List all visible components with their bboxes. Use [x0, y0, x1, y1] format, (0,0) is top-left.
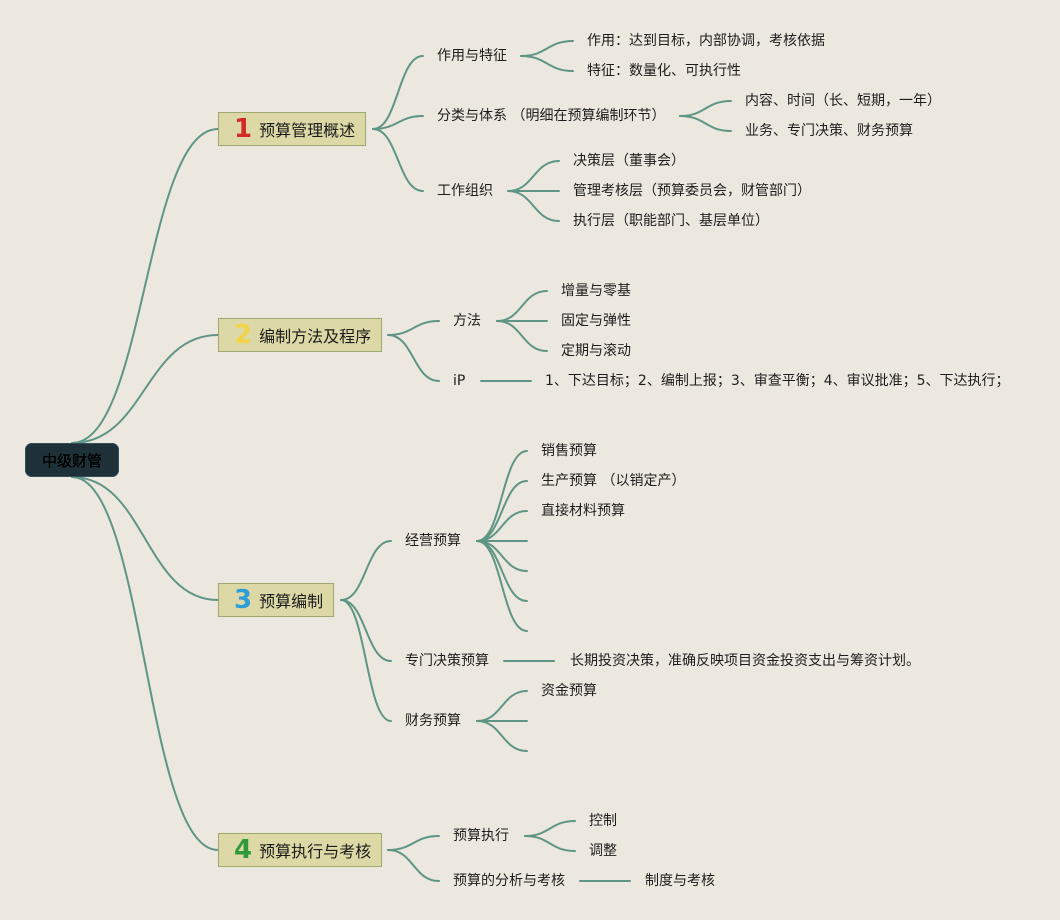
branch-node-3[interactable]: 3 预算编制 [218, 583, 335, 617]
connector-b3-t1-l1 [476, 450, 528, 542]
leaf-cash-budget[interactable]: 资金预算 [541, 683, 597, 699]
branch-number-1: 1 [234, 114, 253, 144]
branch-node-2[interactable]: 2 编制方法及程序 [218, 318, 383, 352]
connector-root-branch-1 [71, 128, 219, 444]
connector-b3-t3 [340, 599, 392, 722]
connector-b3-t1-l2 [476, 480, 528, 542]
connector-root-branch-3 [71, 476, 219, 601]
connector-b1-t1 [372, 55, 424, 130]
connector-b4-t1 [387, 835, 440, 851]
connector-root-branch-2 [71, 334, 219, 444]
connector-b3-t2 [340, 599, 392, 662]
leaf-decision-layer[interactable]: 决策层（董事会） [573, 153, 685, 169]
topic-organization[interactable]: 工作组织 [437, 183, 493, 199]
leaf-business-types[interactable]: 业务、专门决策、财务预算 [745, 123, 913, 139]
topic-budget-execution[interactable]: 预算执行 [453, 828, 509, 844]
connector-b3-t3-l3 [476, 720, 528, 752]
connector-b3-t1-l7 [476, 540, 528, 632]
leaf-system-assessment[interactable]: 制度与考核 [645, 873, 715, 889]
connector-b3-t1-l6 [476, 540, 528, 602]
leaf-sales-budget[interactable]: 销售预算 [541, 443, 597, 459]
topic-classification[interactable]: 分类与体系 （明细在预算编制环节） [437, 108, 666, 124]
topic-financial-budget[interactable]: 财务预算 [405, 713, 461, 729]
topic-methods[interactable]: 方法 [453, 313, 481, 329]
leaf-production-budget[interactable]: 生产预算 （以销定产） [541, 473, 686, 489]
connector-b2-t2 [387, 334, 440, 382]
connector-b1-t3-l3 [507, 190, 560, 222]
connector-b1-t1-l1 [520, 40, 574, 57]
leaf-adjustment[interactable]: 调整 [589, 843, 617, 859]
connector-b3-t1 [340, 540, 392, 601]
leaf-role[interactable]: 作用：达到目标，内部协调，考核依据 [587, 33, 825, 49]
connector-b2-t1 [387, 320, 440, 336]
branch-label-3: 预算编制 [259, 592, 324, 611]
connector-b1-t3 [372, 128, 424, 192]
connector-b4-t1-l1 [524, 820, 576, 837]
topic-procedure[interactable]: iP [453, 373, 466, 389]
root-label: 中级财管 [41, 451, 102, 470]
branch-number-3: 3 [234, 585, 253, 615]
topic-operating-budget[interactable]: 经营预算 [405, 533, 461, 549]
connector-b3-t3-l1 [476, 690, 528, 722]
connector-b1-t3-l1 [507, 160, 560, 192]
leaf-features[interactable]: 特征：数量化、可执行性 [587, 63, 741, 79]
connector-b1-t2-l2 [679, 115, 732, 132]
branch-node-1[interactable]: 1 预算管理概述 [218, 112, 367, 146]
leaf-incremental-zero[interactable]: 增量与零基 [561, 283, 631, 299]
connector-b2-t1-l1 [496, 290, 548, 322]
branch-label-1: 预算管理概述 [259, 121, 356, 140]
topic-role-features[interactable]: 作用与特征 [437, 48, 507, 64]
leaf-content-time[interactable]: 内容、时间（长、短期，一年） [745, 93, 941, 109]
connector-root-branch-4 [71, 476, 219, 851]
leaf-fixed-flexible[interactable]: 固定与弹性 [561, 313, 631, 329]
connector-b4-t2 [387, 849, 440, 882]
leaf-control[interactable]: 控制 [589, 813, 617, 829]
leaf-procedure-steps[interactable]: 1、下达目标；2、编制上报；3、审查平衡；4、审议批准；5、下达执行； [545, 373, 1010, 389]
connector-b1-t2-l1 [679, 100, 732, 117]
branch-label-4: 预算执行与考核 [259, 842, 372, 861]
leaf-long-term-investment[interactable]: 长期投资决策，准确反映项目资金投资支出与筹资计划。 [570, 653, 920, 669]
branch-number-2: 2 [234, 320, 253, 350]
leaf-material-budget[interactable]: 直接材料预算 [541, 503, 625, 519]
connector-b1-t2 [372, 115, 424, 130]
root-node[interactable]: 中级财管 [25, 443, 119, 477]
leaf-execution-layer[interactable]: 执行层（职能部门、基层单位） [573, 213, 769, 229]
branch-label-2: 编制方法及程序 [259, 327, 372, 346]
leaf-periodic-rolling[interactable]: 定期与滚动 [561, 343, 631, 359]
branch-number-4: 4 [234, 835, 253, 865]
leaf-management-layer[interactable]: 管理考核层（预算委员会，财管部门） [573, 183, 811, 199]
connector-b2-t1-l3 [496, 320, 548, 352]
topic-analysis-assessment[interactable]: 预算的分析与考核 [453, 873, 565, 889]
connector-b4-t1-l2 [524, 835, 576, 852]
topic-special-budget[interactable]: 专门决策预算 [405, 653, 489, 669]
connector-b1-t1-l2 [520, 55, 574, 72]
branch-node-4[interactable]: 4 预算执行与考核 [218, 833, 383, 867]
